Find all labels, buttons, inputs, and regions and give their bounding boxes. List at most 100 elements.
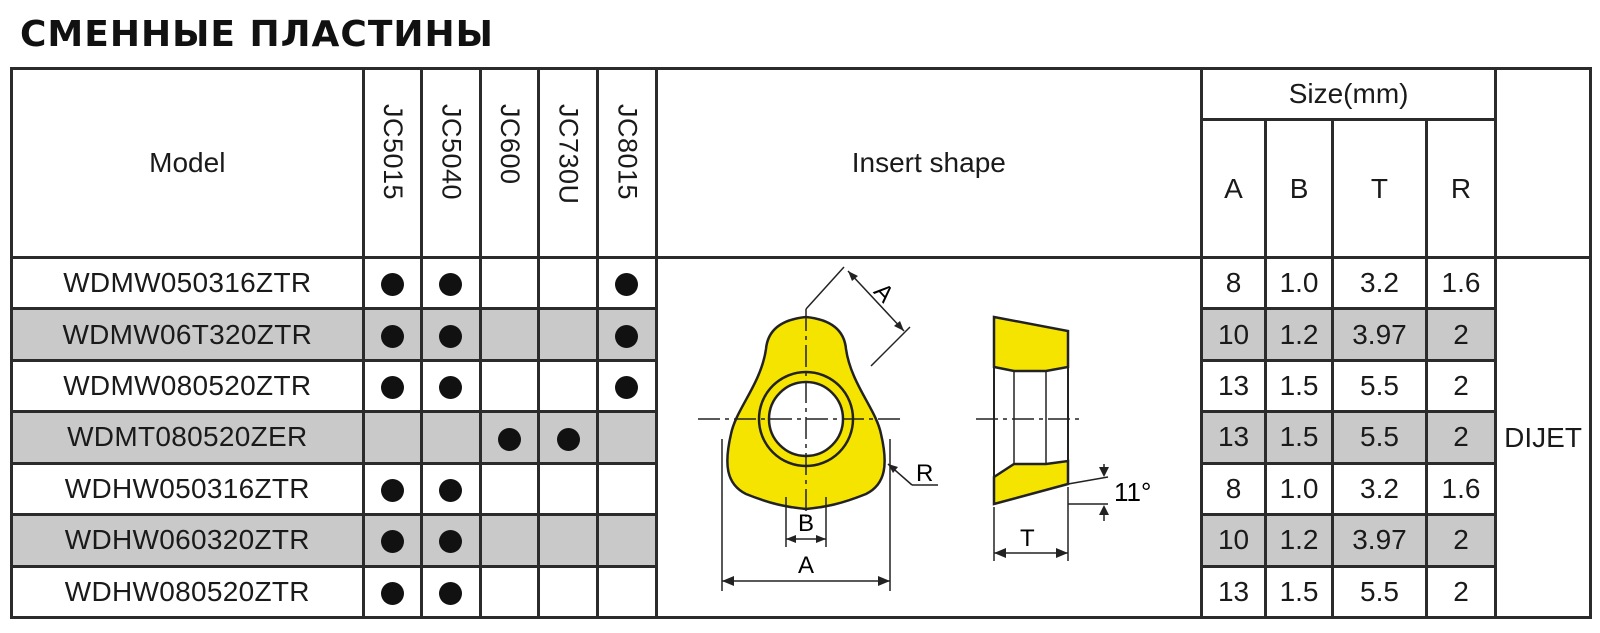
grade-cell	[478, 410, 541, 465]
size-t-cell: 3.97	[1331, 513, 1428, 568]
header-size: Size(mm)	[1200, 67, 1498, 121]
label-a-top: A	[868, 278, 899, 308]
grade-cell	[420, 410, 482, 465]
grade-cell	[361, 461, 424, 517]
grade-dot	[615, 273, 639, 297]
grade-cell	[478, 307, 541, 362]
table-row: WDHW060320ZTR 10 1.2 3.97 2	[10, 513, 1591, 568]
label-r: R	[916, 460, 933, 487]
header-dim-r: R	[1424, 118, 1498, 259]
grade-cell	[420, 307, 482, 362]
size-b-cell: 1.5	[1263, 358, 1335, 414]
grade-cell	[537, 255, 599, 311]
grade-dot	[556, 427, 580, 451]
grade-cell	[478, 255, 541, 311]
grade-cell	[595, 461, 658, 517]
grade-cell	[595, 307, 658, 362]
brand-cell: DIJET	[1494, 256, 1592, 619]
size-b-cell: 1.0	[1263, 255, 1335, 311]
grade-cell	[595, 410, 658, 465]
size-t-cell: 3.2	[1331, 255, 1428, 311]
table-row: WDHW080520ZTR 13 1.5 5.5 2	[10, 564, 1591, 620]
insert-side-top	[992, 315, 1070, 373]
grade-cell	[361, 410, 424, 465]
grade-cell	[478, 513, 541, 568]
page-title: СМЕННЫЕ ПЛАСТИНЫ	[20, 14, 494, 55]
table-row: WDMW080520ZTR 13 1.5 5.5 2	[10, 358, 1591, 414]
model-cell: WDHW080520ZTR	[10, 564, 365, 620]
grade-cell	[537, 410, 599, 465]
grade-cell	[361, 358, 424, 414]
size-b-cell: 1.2	[1263, 307, 1335, 362]
grade-cell	[537, 461, 599, 517]
header-dim-b: B	[1263, 118, 1335, 259]
header-model: Model	[10, 67, 365, 259]
size-t-cell: 3.97	[1331, 307, 1428, 362]
size-r-cell: 2	[1424, 307, 1498, 362]
grade-cell	[361, 255, 424, 311]
label-angle: 11°	[1114, 477, 1151, 507]
model-cell: WDHW060320ZTR	[10, 513, 365, 568]
grade-cell	[361, 307, 424, 362]
header-grade-jc8015: JC8015	[595, 67, 658, 259]
size-a-cell: 10	[1200, 513, 1267, 568]
grade-dot	[380, 324, 404, 348]
grade-cell	[595, 564, 658, 620]
header-dim-a: A	[1200, 118, 1267, 259]
size-b-cell: 1.0	[1263, 461, 1335, 517]
grade-dot	[380, 273, 404, 297]
label-t: T	[1020, 525, 1035, 552]
size-r-cell: 2	[1424, 564, 1498, 620]
grade-dot	[615, 376, 639, 400]
grade-cell	[420, 255, 482, 311]
grade-cell	[420, 461, 482, 517]
table-row: WDMW050316ZTR A	[10, 255, 1592, 619]
grade-cell	[537, 513, 599, 568]
header-grade-jc600: JC600	[478, 67, 541, 259]
insert-drawing-svg: A R B A	[697, 266, 1151, 591]
label-b: B	[798, 510, 814, 537]
grade-cell	[537, 307, 599, 362]
grade-dot	[380, 376, 404, 400]
size-b-cell: 1.5	[1263, 564, 1335, 620]
grade-dot	[380, 581, 404, 605]
grade-cell	[361, 513, 424, 568]
grade-cell	[361, 564, 424, 620]
grade-dot	[439, 479, 463, 502]
grade-cell	[420, 358, 482, 414]
grade-cell	[478, 358, 541, 414]
size-a-cell: 8	[1200, 255, 1267, 311]
grade-cell	[420, 513, 482, 568]
insert-spec-table: Model JC5015 JC5040 JC600 JC730U JC8015 …	[10, 67, 1592, 620]
insert-shape-drawing: A R B A	[654, 256, 1204, 619]
model-cell: WDHW050316ZTR	[10, 461, 365, 517]
grade-cell	[537, 564, 599, 620]
size-t-cell: 5.5	[1331, 564, 1428, 620]
size-b-cell: 1.5	[1263, 410, 1335, 465]
size-t-cell: 5.5	[1331, 410, 1428, 465]
grade-dot	[498, 427, 522, 451]
header-grade-jc5015: JC5015	[361, 67, 424, 259]
size-r-cell: 1.6	[1424, 255, 1498, 311]
table-row: WDMW06T320ZTR 10 1.2 3.97 2	[10, 307, 1591, 362]
grade-cell	[595, 358, 658, 414]
grade-dot	[439, 530, 463, 554]
size-a-cell: 8	[1200, 461, 1267, 517]
grade-dot	[439, 324, 463, 348]
grade-cell	[595, 513, 658, 568]
size-a-cell: 10	[1200, 307, 1267, 362]
size-a-cell: 13	[1200, 410, 1267, 465]
model-cell: WDMT080520ZER	[10, 410, 365, 465]
header-insert-shape: Insert shape	[654, 67, 1204, 259]
size-r-cell: 2	[1424, 513, 1498, 568]
size-t-cell: 5.5	[1331, 358, 1428, 414]
grade-dot	[439, 376, 463, 400]
grade-cell	[478, 461, 541, 517]
size-r-cell: 1.6	[1424, 461, 1498, 517]
grade-dot	[439, 581, 463, 605]
header-grade-jc5040: JC5040	[420, 67, 482, 259]
grade-dot	[380, 479, 404, 502]
size-r-cell: 2	[1424, 410, 1498, 465]
label-a-bottom: A	[798, 552, 814, 579]
grade-cell	[595, 255, 658, 311]
